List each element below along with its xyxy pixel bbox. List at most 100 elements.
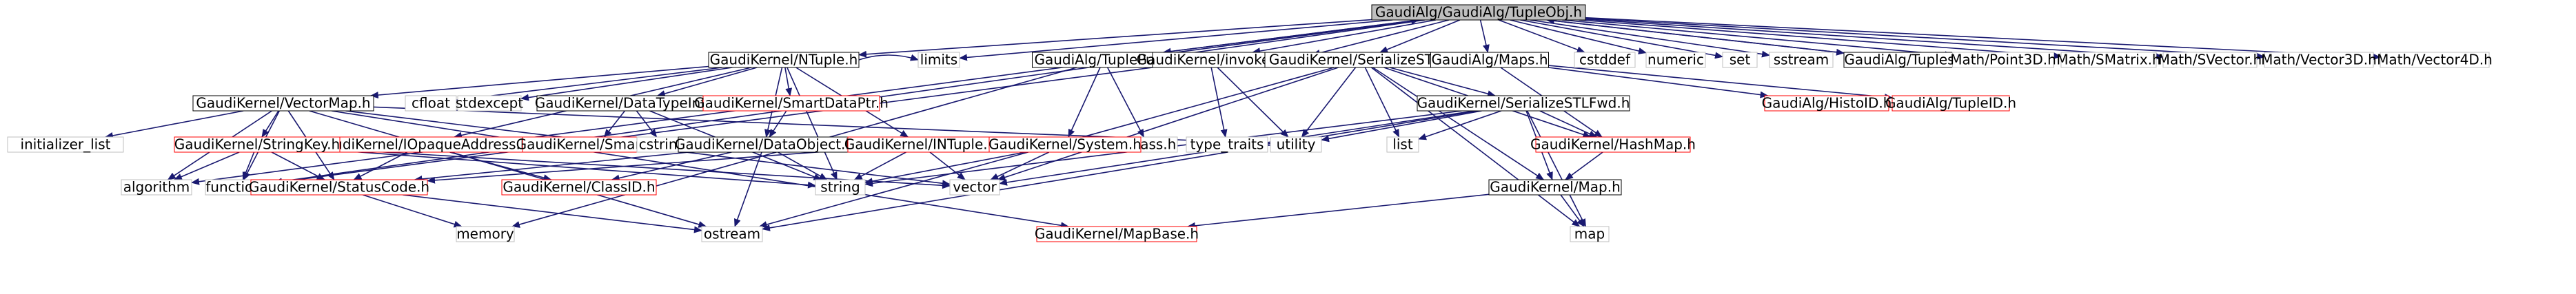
edge-root-to-set <box>1520 19 1723 59</box>
edge-ntuple-to-stdexcept <box>520 67 733 101</box>
node-label-serstlfwd: GaudiKernel/SerializeSTLFwd.h <box>1417 95 1630 112</box>
node-dataobject[interactable]: GaudiKernel/DataObject.h <box>675 136 854 153</box>
edge-system-to-string <box>864 151 1026 185</box>
edge-tupleput-to-tclass <box>1106 67 1145 138</box>
node-box-gkmap <box>1488 179 1622 196</box>
node-box-hashmap <box>1535 136 1691 153</box>
edge-stringkey-to-algorithm <box>173 151 240 180</box>
node-label-tupleput: GaudiAlg/TuplePut.h <box>1034 52 1173 68</box>
node-intuple[interactable]: GaudiKernel/INTuple.h <box>844 136 997 153</box>
edge-stringkey-to-string <box>339 150 816 189</box>
node-memory: memory <box>456 226 515 242</box>
node-smartdataptr[interactable]: GaudiKernel/SmartDataPtr.h <box>694 95 889 112</box>
node-ntuple[interactable]: GaudiKernel/NTuple.h <box>708 52 860 68</box>
node-mapbase[interactable]: GaudiKernel/MapBase.h <box>1035 226 1199 242</box>
node-label-vectormap: GaudiKernel/VectorMap.h <box>196 95 370 112</box>
node-hashmap[interactable]: GaudiKernel/HashMap.h <box>1530 136 1696 153</box>
node-sstream: sstream <box>1769 52 1834 68</box>
node-label-datatypeinfo: GaudiKernel/DataTypeInfo.h <box>535 95 727 112</box>
node-statuscode[interactable]: GaudiKernel/StatusCode.h <box>249 179 429 196</box>
node-label-cfloat: cfloat <box>412 95 450 112</box>
node-label-histoid: GaudiAlg/HistoID.h <box>1762 95 1892 112</box>
node-box-vector4d <box>2380 52 2490 68</box>
node-root[interactable]: GaudiAlg/GaudiAlg/TupleObj.h <box>1371 4 1586 21</box>
node-label-tupleid: GaudiAlg/TupleID.h <box>1885 95 2016 112</box>
node-stringkey[interactable]: GaudiKernel/StringKey.h <box>174 136 341 153</box>
node-box-vector3d <box>2264 52 2374 68</box>
node-label-utility: utility <box>1277 136 1316 153</box>
node-maps[interactable]: GaudiAlg/Maps.h <box>1430 52 1549 68</box>
node-serstl[interactable]: GaudiKernel/SerializeSTL.h <box>1264 52 1459 68</box>
node-label-map: map <box>1574 226 1605 242</box>
node-label-smatrix: Math/SMatrix.h <box>2056 52 2160 68</box>
node-vectormap[interactable]: GaudiKernel/VectorMap.h <box>192 95 374 112</box>
node-gkmap[interactable]: GaudiKernel/Map.h <box>1488 179 1622 196</box>
node-cstddef: cstddef <box>1574 52 1636 68</box>
edge-tuples-to-root <box>1545 17 1845 54</box>
edge-layer <box>104 17 2381 233</box>
node-box-tupleid <box>1892 95 2010 112</box>
node-label-typetraits: type_traits <box>1190 136 1264 153</box>
edge-vectormap-to-stringkey <box>261 110 279 138</box>
node-label-limits: limits <box>920 52 957 68</box>
node-map: map <box>1570 226 1610 242</box>
node-label-svector: Math/SVector.h <box>2158 52 2262 68</box>
node-vector3d: Math/Vector3D.h <box>2261 52 2377 68</box>
edge-root-to-vector4d <box>1585 17 2381 61</box>
edge-statuscode-to-memory <box>363 194 463 228</box>
edge-root-to-limits <box>959 19 1393 61</box>
node-system[interactable]: GaudiKernel/System.h <box>988 136 1142 153</box>
node-label-system: GaudiKernel/System.h <box>988 136 1142 153</box>
node-svector: Math/SVector.h <box>2158 52 2262 68</box>
edge-serstl-to-serstlfwd <box>1389 67 1496 97</box>
edge-gkmap-to-map <box>1560 194 1585 227</box>
node-box-vectormap <box>192 95 374 112</box>
node-invoke[interactable]: GaudiKernel/invoke.h <box>1137 52 1284 68</box>
node-serstlfwd[interactable]: GaudiKernel/SerializeSTLFwd.h <box>1417 95 1630 112</box>
node-label-mapbase: GaudiKernel/MapBase.h <box>1035 226 1199 242</box>
edge-serstl-to-gkmap <box>1372 67 1545 180</box>
edge-vectormap-to-initlist <box>104 110 244 139</box>
edge-root-to-array <box>1312 19 1450 56</box>
node-string: string <box>815 179 866 196</box>
node-box-point3d <box>1952 52 2054 68</box>
node-box-sstream <box>1769 52 1834 68</box>
edge-root-to-svector <box>1585 19 2164 60</box>
node-box-cstddef <box>1574 52 1636 68</box>
node-classid[interactable]: GaudiKernel/ClassID.h <box>501 179 657 196</box>
node-iopaque[interactable]: GaudiKernel/IOpaqueAddress.h <box>314 136 529 153</box>
edge-dataobject-to-ostream <box>734 151 762 227</box>
node-label-tuples: GaudiAlg/Tuples.h <box>1844 52 1967 68</box>
node-ostream: ostream <box>701 226 763 242</box>
node-label-intuple: GaudiKernel/INTuple.h <box>844 136 997 153</box>
node-label-hashmap: GaudiKernel/HashMap.h <box>1530 136 1696 153</box>
edge-invoke-to-functional <box>274 67 1153 185</box>
node-box-numeric <box>1645 52 1706 68</box>
edge-dataobject-to-classid <box>611 151 732 182</box>
edge-root-to-sstream <box>1530 19 1770 58</box>
node-datatypeinfo[interactable]: GaudiKernel/DataTypeInfo.h <box>535 95 727 112</box>
node-layer: GaudiAlg/GaudiAlg/TupleObj.hGaudiKernel/… <box>7 4 2493 242</box>
edge-system-to-vector <box>990 151 1050 180</box>
edge-serstlfwd-to-list <box>1418 110 1502 140</box>
node-box-stdexcept <box>457 95 522 112</box>
node-label-ostream: ostream <box>704 226 760 242</box>
node-box-ntuple <box>708 52 860 68</box>
node-box-string <box>815 179 866 196</box>
node-smatrix: Math/SMatrix.h <box>2056 52 2161 68</box>
edge-datatypeinfo-to-cstring <box>636 110 658 138</box>
node-tupleid[interactable]: GaudiAlg/TupleID.h <box>1885 95 2016 112</box>
node-box-statuscode <box>250 179 428 196</box>
edge-invoke-to-typetraits <box>1210 67 1228 138</box>
edge-root-to-smatrix <box>1579 19 2062 59</box>
edge-hashmap-to-gkmap <box>1565 151 1603 180</box>
node-label-smartdataptr: GaudiKernel/SmartDataPtr.h <box>694 95 889 112</box>
edge-root-to-vector3d <box>1585 18 2265 60</box>
node-label-dataobject: GaudiKernel/DataObject.h <box>675 136 854 153</box>
node-box-root <box>1371 4 1586 21</box>
node-tuples[interactable]: GaudiAlg/Tuples.h <box>1843 52 1969 68</box>
node-histoid[interactable]: GaudiAlg/HistoID.h <box>1762 95 1892 112</box>
node-tupleput[interactable]: GaudiAlg/TuplePut.h <box>1032 52 1175 68</box>
edge-root-to-point3d <box>1562 19 1954 59</box>
